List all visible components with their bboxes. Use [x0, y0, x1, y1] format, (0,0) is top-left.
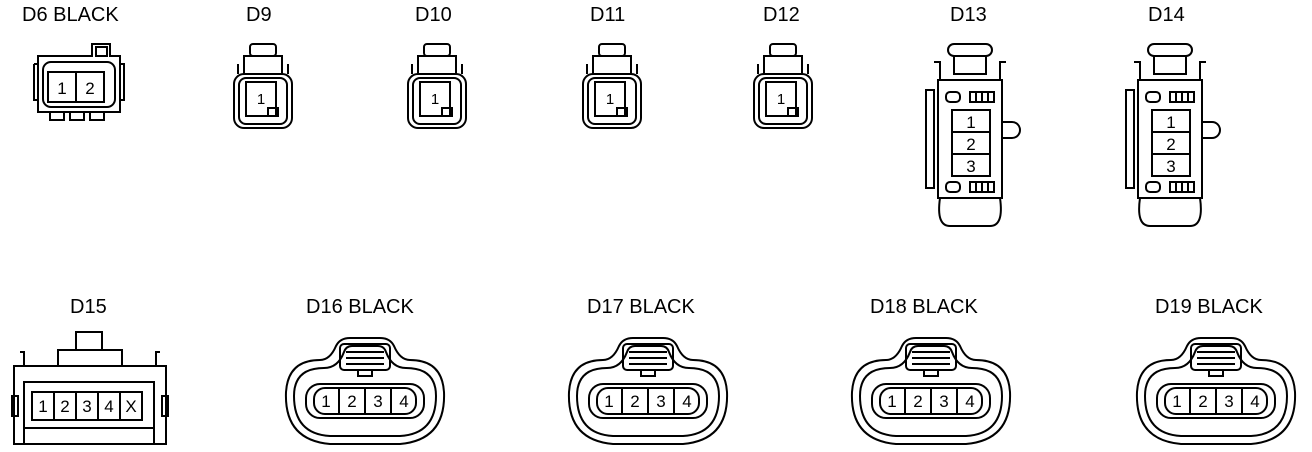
pin-label: 1 [604, 392, 613, 411]
pin-label: 2 [913, 392, 922, 411]
connector-d17: 1 2 3 4 [563, 330, 733, 450]
connector-label-d18: D18 BLACK [870, 296, 978, 318]
connector-label-d15: D15 [70, 296, 107, 318]
pin-label: 4 [965, 392, 974, 411]
pin-label: 4 [399, 392, 408, 411]
connector-label-d19: D19 BLACK [1155, 296, 1263, 318]
connector-label-d6: D6 BLACK [22, 4, 119, 26]
pin-label: 1 [1166, 113, 1175, 132]
pin-label: 2 [1198, 392, 1207, 411]
pin-label: 1 [606, 91, 614, 108]
connector-label-d9: D9 [246, 4, 272, 26]
connector-d6: 1 2 [30, 38, 130, 124]
pin-label: 3 [1224, 392, 1233, 411]
pin-label: 4 [682, 392, 691, 411]
pin-label: 3 [82, 397, 91, 416]
connector-d13: 1 2 3 [920, 40, 1024, 230]
connector-label-d10: D10 [415, 4, 452, 26]
connector-label-d11: D11 [590, 4, 626, 26]
connector-d12: 1 [748, 40, 818, 134]
connector-label-d13: D13 [950, 4, 987, 26]
connector-d10: 1 [402, 40, 472, 134]
pin-label: 2 [347, 392, 356, 411]
pin-label: 1 [777, 91, 785, 108]
pin-label: 3 [966, 157, 975, 176]
pin-label: 1 [966, 113, 975, 132]
connector-label-d12: D12 [763, 4, 800, 26]
pin-label: 2 [966, 135, 975, 154]
connector-d11: 1 [577, 40, 647, 134]
pin-label: 1 [1172, 392, 1181, 411]
pin-label: 1 [887, 392, 896, 411]
pin-label: 3 [373, 392, 382, 411]
connector-label-d17: D17 BLACK [587, 296, 695, 318]
pin-label: 4 [1250, 392, 1259, 411]
pin-label: 1 [38, 397, 47, 416]
connector-label-d16: D16 BLACK [306, 296, 414, 318]
pin-label: 2 [60, 397, 69, 416]
connector-d14: 1 2 3 [1120, 40, 1224, 230]
pin-label: 2 [1166, 135, 1175, 154]
pin-label: 1 [257, 91, 265, 108]
connector-label-d14: D14 [1148, 4, 1185, 26]
pin-label: 4 [104, 397, 113, 416]
pin-label: 1 [321, 392, 330, 411]
connector-d19: 1 2 3 4 [1131, 330, 1301, 450]
pin-label: 3 [939, 392, 948, 411]
pin-label: X [125, 397, 136, 416]
connector-d16: 1 2 3 4 [280, 330, 450, 450]
pin-label: 3 [1166, 157, 1175, 176]
pin-label: 3 [656, 392, 665, 411]
connector-d15: 1 2 3 4 X [10, 328, 170, 448]
pin-label: 1 [57, 79, 66, 98]
connector-d9: 1 [228, 40, 298, 134]
pin-label: 2 [85, 79, 94, 98]
pin-label: 2 [630, 392, 639, 411]
connector-d18: 1 2 3 4 [846, 330, 1016, 450]
pin-label: 1 [431, 91, 439, 108]
